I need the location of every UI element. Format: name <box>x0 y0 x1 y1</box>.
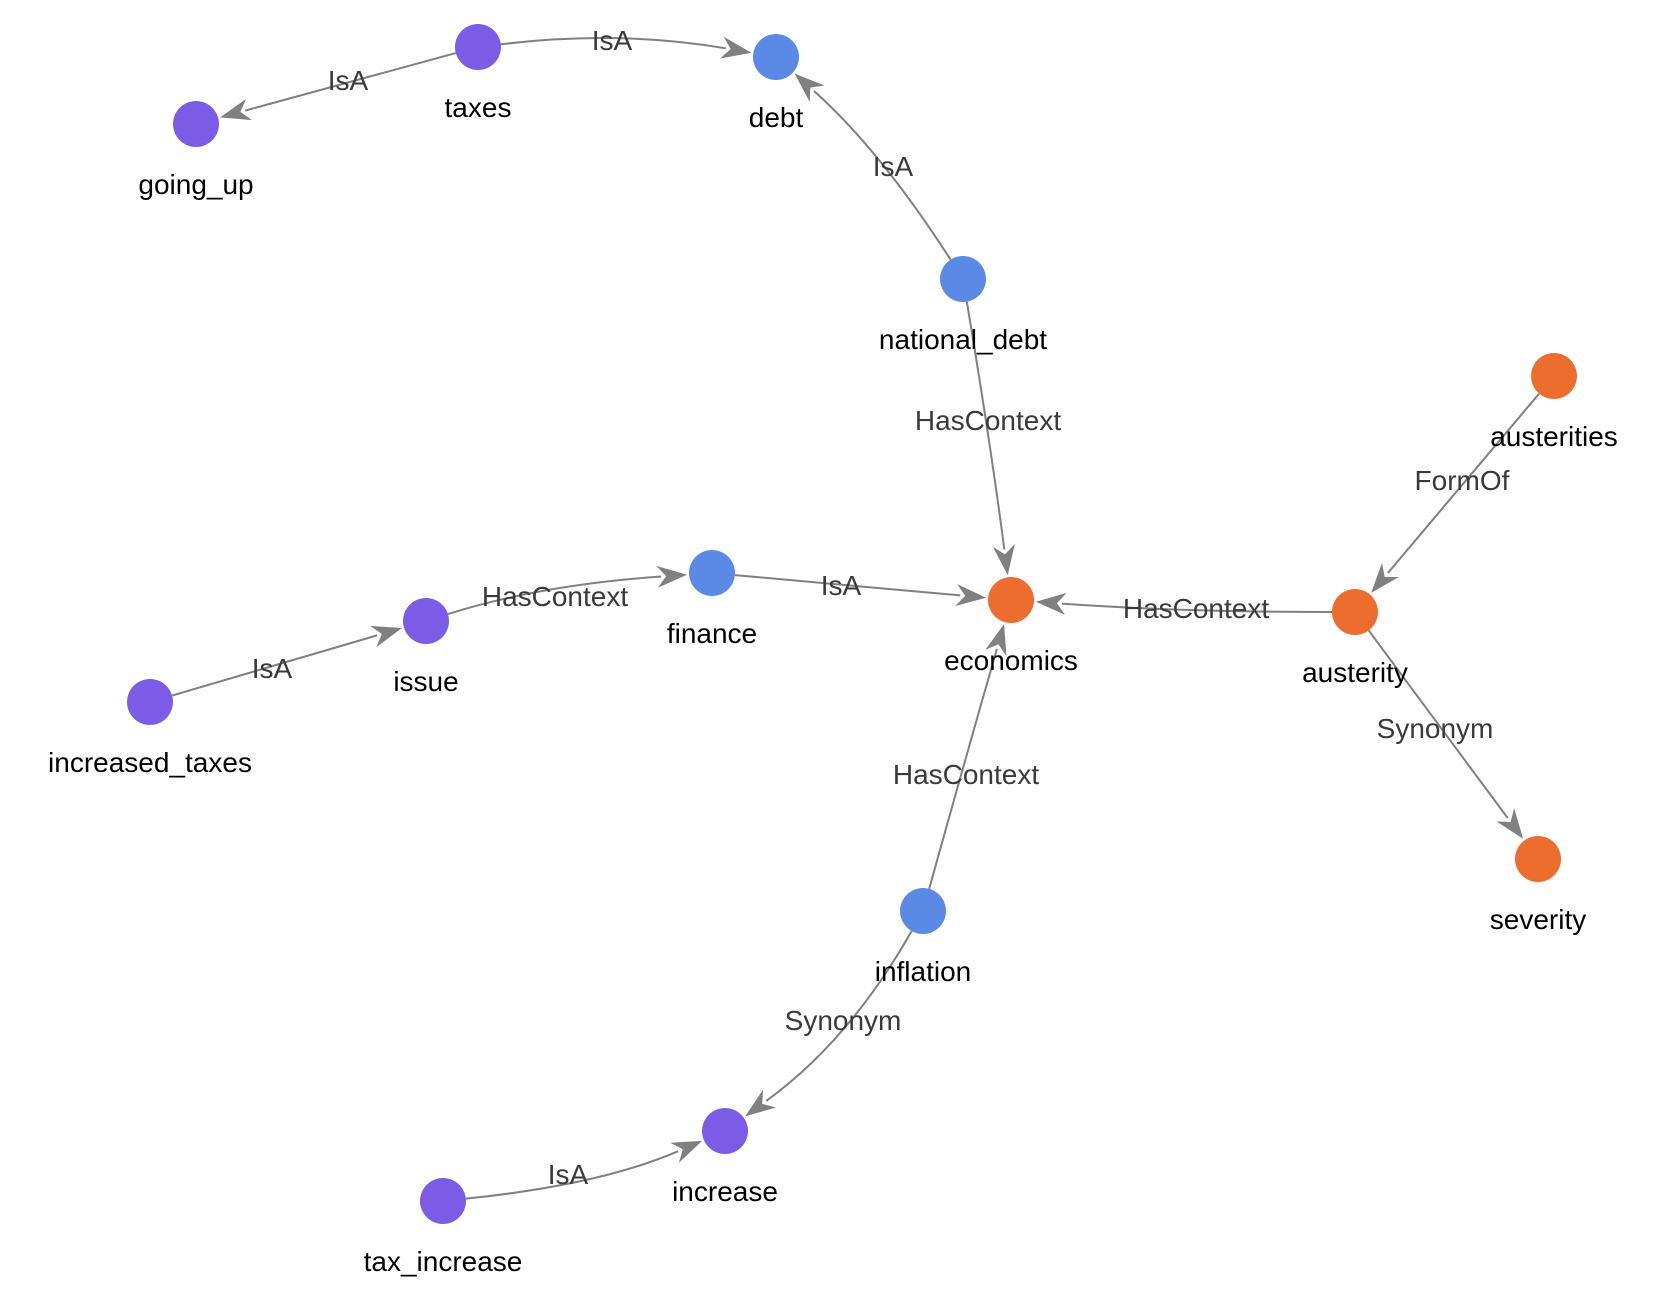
node-circle[interactable] <box>988 577 1034 623</box>
node-label: going_up <box>138 169 253 200</box>
node-increase[interactable]: increase <box>672 1108 778 1207</box>
edge-line <box>928 648 998 890</box>
node-circle[interactable] <box>403 598 449 644</box>
node-label: austerities <box>1490 421 1618 452</box>
edge-tax_increase-to-increase: IsA <box>465 1140 703 1200</box>
node-finance[interactable]: finance <box>667 550 757 649</box>
edge-inflation-to-economics: HasContext <box>893 624 1040 890</box>
node-label: debt <box>749 102 804 133</box>
node-circle[interactable] <box>173 101 219 147</box>
edge-austerity-to-economics: HasContext <box>1035 592 1333 624</box>
arrow-head-icon <box>370 625 403 648</box>
arrow-head-icon <box>992 544 1015 576</box>
node-circle[interactable] <box>702 1108 748 1154</box>
edge-taxes-to-debt: IsA <box>500 25 752 59</box>
edges-layer: IsAIsAIsAHasContextFormOfHasContextSynon… <box>171 25 1540 1200</box>
edge-line <box>1367 629 1509 819</box>
edge-austerity-to-severity: Synonym <box>1367 629 1524 839</box>
edge-line <box>244 52 457 112</box>
node-going_up[interactable]: going_up <box>138 101 254 200</box>
node-circle[interactable] <box>1531 353 1577 399</box>
edge-label: HasContext <box>915 405 1062 436</box>
edge-line <box>1387 392 1540 574</box>
edge-line <box>1061 602 1333 613</box>
edge-label: IsA <box>548 1159 589 1190</box>
node-label: issue <box>393 666 458 697</box>
node-circle[interactable] <box>900 888 946 934</box>
node-debt[interactable]: debt <box>749 34 804 133</box>
edge-inflation-to-increase: Synonym <box>745 930 913 1117</box>
edge-increased_taxes-to-issue: IsA <box>171 625 403 697</box>
edge-national_debt-to-economics: HasContext <box>915 301 1062 576</box>
node-inflation[interactable]: inflation <box>875 888 972 987</box>
node-label: national_debt <box>879 324 1047 355</box>
arrow-head-icon <box>745 1089 776 1117</box>
node-austerity[interactable]: austerity <box>1302 589 1408 688</box>
edge-label: IsA <box>821 570 862 601</box>
edge-austerities-to-austerity: FormOf <box>1371 392 1540 593</box>
edge-issue-to-finance: HasContext <box>447 565 688 616</box>
node-label: economics <box>944 645 1078 676</box>
edge-label: FormOf <box>1415 465 1510 496</box>
node-increased_taxes[interactable]: increased_taxes <box>48 679 252 778</box>
arrow-head-icon <box>719 36 752 59</box>
edge-label: HasContext <box>1123 593 1270 624</box>
node-circle[interactable] <box>1515 836 1561 882</box>
node-circle[interactable] <box>1332 589 1378 635</box>
edge-label: IsA <box>328 65 369 96</box>
edge-label: IsA <box>592 25 633 56</box>
edge-line <box>734 574 961 597</box>
edge-label: Synonym <box>1377 713 1494 744</box>
edge-line <box>447 575 662 616</box>
arrow-head-icon <box>1371 562 1399 593</box>
edge-line <box>765 930 913 1102</box>
node-label: increased_taxes <box>48 747 252 778</box>
node-label: taxes <box>445 92 512 123</box>
edge-taxes-to-going_up: IsA <box>220 52 457 121</box>
node-circle[interactable] <box>455 24 501 70</box>
arrow-head-icon <box>220 98 252 121</box>
node-label: severity <box>1490 904 1586 935</box>
edge-line <box>171 634 378 697</box>
node-label: increase <box>672 1176 778 1207</box>
node-circle[interactable] <box>127 679 173 725</box>
edge-national_debt-to-debt: IsA <box>794 73 952 261</box>
edge-line <box>500 37 726 50</box>
node-austerities[interactable]: austerities <box>1490 353 1618 452</box>
node-economics[interactable]: economics <box>944 577 1078 676</box>
node-circle[interactable] <box>753 34 799 80</box>
edge-line <box>965 301 1006 550</box>
node-circle[interactable] <box>689 550 735 596</box>
node-label: austerity <box>1302 657 1408 688</box>
nodes-layer: taxes going_up debt national_debt economics a… <box>48 24 1618 1277</box>
node-label: inflation <box>875 956 972 987</box>
arrow-head-icon <box>1496 808 1524 839</box>
arrow-head-icon <box>670 1140 703 1163</box>
edge-finance-to-economics: IsA <box>734 570 987 607</box>
node-circle[interactable] <box>940 256 986 302</box>
arrow-head-icon <box>1035 592 1067 615</box>
arrow-head-icon <box>794 73 825 102</box>
arrow-head-icon <box>656 565 688 588</box>
edge-label: IsA <box>252 653 293 684</box>
node-national_debt[interactable]: national_debt <box>879 256 1047 355</box>
node-severity[interactable]: severity <box>1490 836 1586 935</box>
edge-label: Synonym <box>785 1005 902 1036</box>
edge-line <box>813 90 952 261</box>
arrow-head-icon <box>985 624 1007 656</box>
arrow-head-icon <box>955 584 987 607</box>
node-label: finance <box>667 618 757 649</box>
edge-line <box>465 1150 679 1200</box>
node-taxes[interactable]: taxes <box>445 24 512 123</box>
edge-label: HasContext <box>482 581 629 612</box>
node-label: tax_increase <box>364 1246 523 1277</box>
node-issue[interactable]: issue <box>393 598 459 697</box>
edge-label: HasContext <box>893 759 1040 790</box>
node-circle[interactable] <box>420 1178 466 1224</box>
edge-label: IsA <box>873 151 914 182</box>
node-tax_increase[interactable]: tax_increase <box>364 1178 523 1277</box>
